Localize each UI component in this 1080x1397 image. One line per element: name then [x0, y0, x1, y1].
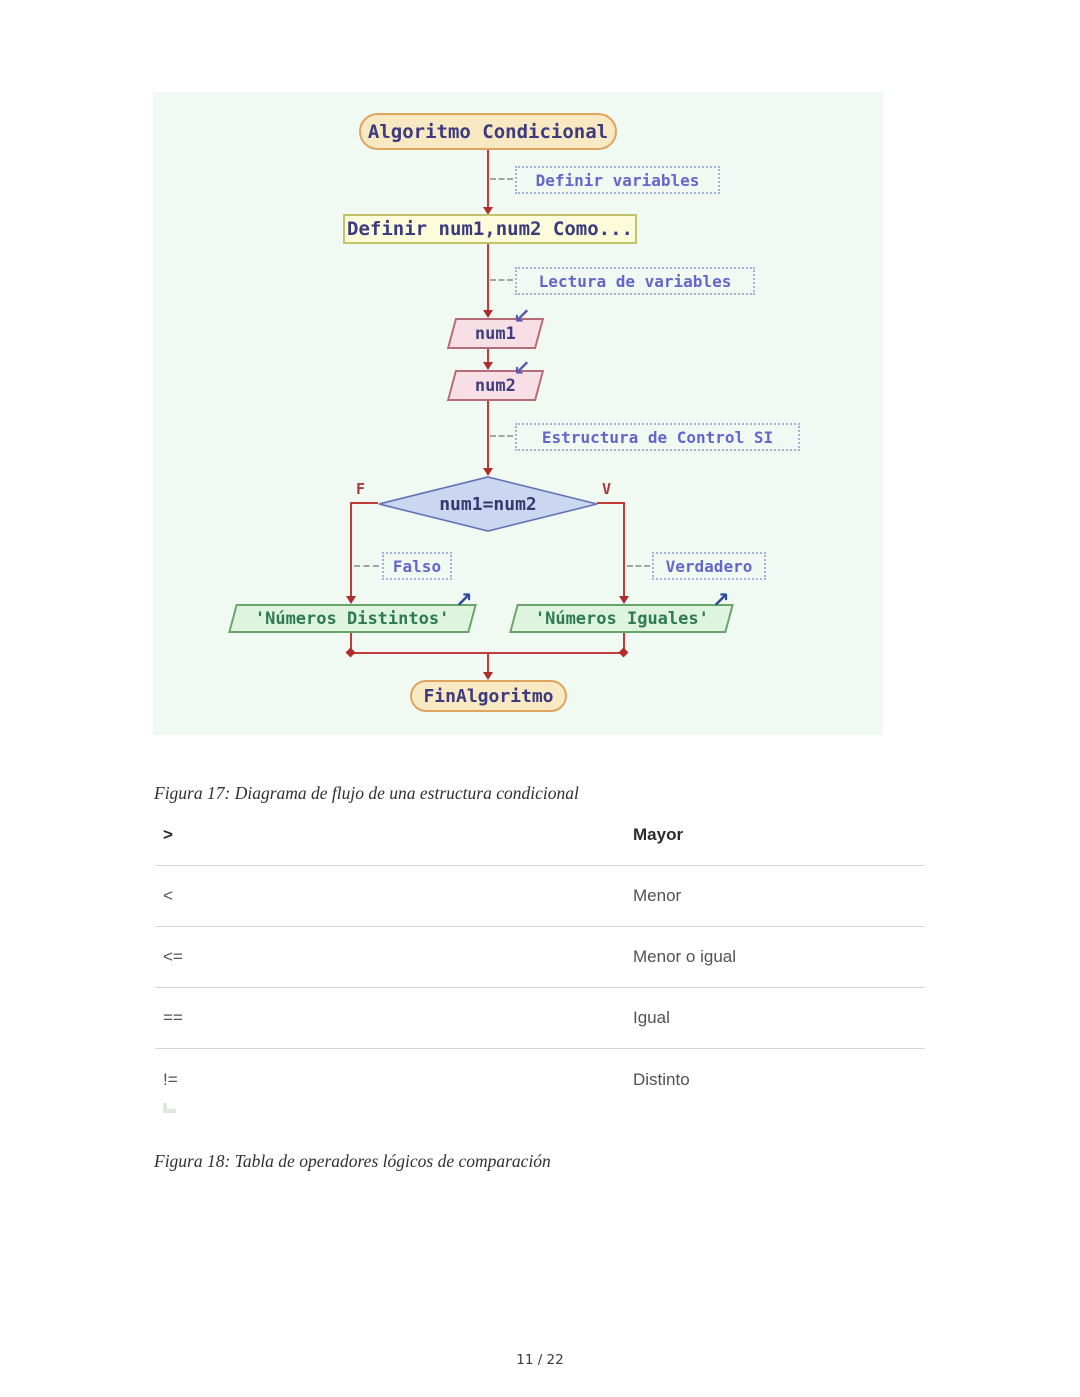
output-arrow-icon: ↗ [712, 588, 730, 612]
comment-true: Verdadero [652, 552, 766, 580]
flow-line [487, 244, 489, 311]
meaning-cell: Menor o igual [633, 947, 737, 966]
flow-line [350, 502, 378, 504]
comment-connector [490, 178, 513, 180]
meaning-cell: Mayor [633, 825, 684, 844]
operator-cell: != [163, 1069, 178, 1089]
output-arrow-icon: ↗ [455, 588, 473, 612]
comment-control-structure: Estructura de Control SI [515, 423, 800, 451]
arrowhead-icon [619, 596, 629, 604]
arrowhead-icon [483, 362, 493, 370]
junction-dot [618, 647, 629, 658]
flowchart-start-node: Algoritmo Condicional [359, 113, 617, 150]
arrowhead-icon [346, 596, 356, 604]
flow-line [487, 349, 489, 363]
arrowhead-icon [483, 310, 493, 318]
operator-cell: == [163, 1008, 183, 1027]
comment-connector [490, 435, 513, 437]
arrowhead-icon [483, 207, 493, 215]
flowchart-output-distintos: 'Números Distintos' [228, 604, 477, 633]
flow-line [487, 401, 489, 469]
flow-line [350, 633, 352, 654]
page-number: 11 / 22 [516, 1352, 564, 1368]
table-row: == Igual [155, 988, 925, 1049]
cropped-glyph-artifact [163, 1109, 176, 1113]
operator-cell: <= [163, 947, 183, 966]
operator-cell: < [163, 886, 173, 905]
comment-false: Falso [382, 552, 452, 580]
comment-define-variables: Definir variables [515, 166, 720, 194]
figure18-caption: Figura 18: Tabla de operadores lógicos d… [154, 1151, 551, 1171]
figure17-caption: Figura 17: Diagrama de flujo de una estr… [154, 783, 579, 803]
flow-line [487, 150, 489, 209]
table-row: <= Menor o igual [155, 927, 925, 988]
meaning-cell: Menor [633, 886, 682, 905]
operators-table: > Mayor < Menor <= Menor o igual == Igua… [155, 805, 925, 1110]
table-row: != Distinto [155, 1049, 925, 1110]
flow-line [487, 653, 489, 673]
decision-diamond-shape [378, 476, 598, 532]
arrowhead-icon [483, 468, 493, 476]
flowchart-declare-node: Definir num1,num2 Como... [343, 214, 637, 244]
branch-false-letter: F [356, 480, 366, 498]
meaning-cell: Distinto [633, 1069, 690, 1089]
table-header-row: > Mayor [155, 805, 925, 866]
junction-dot [345, 647, 356, 658]
output-distintos-label: 'Números Distintos' [255, 608, 450, 629]
comment-connector [354, 565, 379, 567]
flow-line [350, 502, 352, 597]
flowchart-end-node: FinAlgoritmo [410, 680, 567, 712]
flowchart-output-iguales: 'Números Iguales' [509, 604, 734, 633]
input-num2-label: num2 [475, 375, 516, 396]
branch-true-letter: V [602, 480, 612, 498]
decision-condition-label: num1=num2 [439, 494, 537, 515]
table-row: < Menor [155, 866, 925, 927]
cropped-glyph-artifact [163, 1103, 167, 1113]
input-arrow-icon: ↙ [513, 304, 531, 328]
flow-line [597, 502, 625, 504]
arrowhead-icon [483, 672, 493, 680]
flow-line [623, 502, 625, 597]
comment-read-variables: Lectura de variables [515, 267, 755, 295]
input-arrow-icon: ↙ [513, 356, 531, 380]
operator-cell: > [163, 825, 173, 844]
output-iguales-label: 'Números Iguales' [534, 608, 709, 629]
flow-line [623, 633, 625, 654]
comment-connector [490, 279, 513, 281]
comment-connector [627, 565, 650, 567]
meaning-cell: Igual [633, 1008, 670, 1027]
input-num1-label: num1 [475, 323, 516, 344]
flowchart-canvas: Algoritmo Condicional Definir variables … [153, 92, 883, 735]
